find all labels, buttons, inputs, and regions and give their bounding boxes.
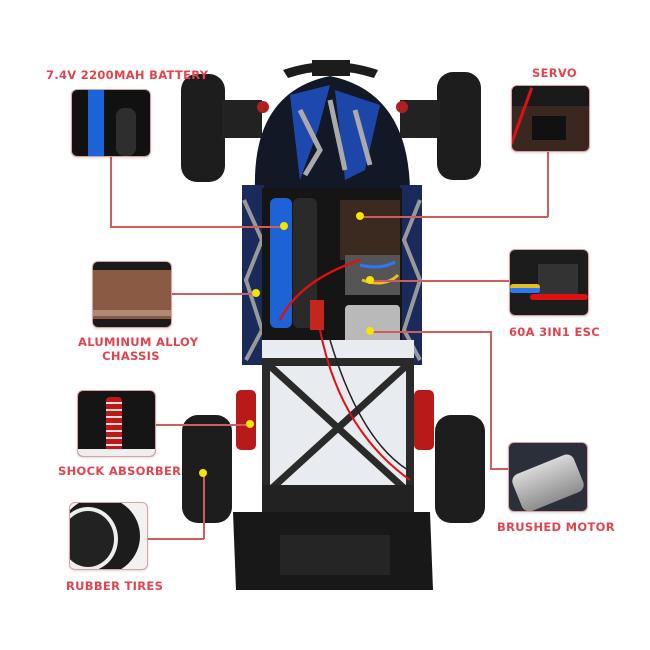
motor-connector-line <box>490 331 492 469</box>
battery-thumbnail <box>71 89 151 157</box>
shock-thumbnail <box>77 390 156 457</box>
esc-label: 60A 3IN1 ESC <box>509 325 600 339</box>
shock-connector-line <box>152 424 250 426</box>
servo-label: SERVO <box>532 66 577 80</box>
shock-marker-dot <box>246 420 254 428</box>
motor-thumbnail <box>508 442 588 512</box>
battery-connector-line <box>110 155 112 227</box>
esc-marker-dot <box>366 276 374 284</box>
tire-marker-dot <box>199 469 207 477</box>
tire-connector-line <box>203 473 205 539</box>
battery-marker-dot <box>280 222 288 230</box>
battery-connector-line <box>110 226 284 228</box>
chassis-thumbnail <box>92 261 172 328</box>
chassis-label-line2: CHASSIS <box>102 349 160 363</box>
motor-connector-line <box>370 331 491 333</box>
servo-connector-line <box>360 216 548 218</box>
shock-label: SHOCK ABSORBER <box>58 464 182 478</box>
motor-marker-dot <box>366 327 374 335</box>
motor-connector-line <box>490 468 508 470</box>
tires-label: RUBBER TIRES <box>66 579 164 593</box>
servo-thumbnail <box>511 85 590 152</box>
tire-thumbnail <box>69 502 148 570</box>
chassis-label: ALUMINUM ALLOY CHASSIS <box>78 335 199 363</box>
battery-label: 7.4V 2200MAH BATTERY <box>46 68 209 82</box>
servo-connector-line <box>547 150 549 217</box>
tire-connector-line <box>146 538 204 540</box>
chassis-connector-line <box>170 293 256 295</box>
servo-marker-dot <box>356 212 364 220</box>
esc-thumbnail <box>509 249 589 316</box>
esc-connector-line <box>370 280 510 282</box>
chassis-label-line1: ALUMINUM ALLOY <box>78 335 199 349</box>
chassis-marker-dot <box>252 289 260 297</box>
motor-label: BRUSHED MOTOR <box>497 520 615 534</box>
